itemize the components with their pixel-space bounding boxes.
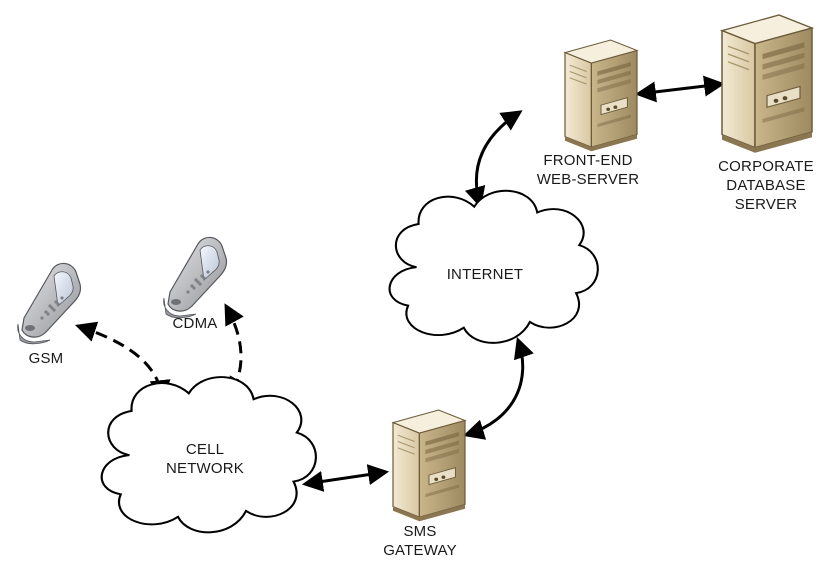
sms-gateway-server-icon bbox=[392, 409, 466, 522]
link-sms-internet bbox=[462, 337, 534, 440]
link-frontend-db bbox=[634, 75, 726, 103]
cdma-label: CDMA bbox=[172, 315, 218, 332]
cell-network-label: CELL NETWORK bbox=[165, 441, 245, 477]
database-label: CORPORATE DATABASE SERVER bbox=[718, 158, 814, 213]
link-cell-sms bbox=[301, 464, 390, 492]
gsm-phone-icon bbox=[17, 262, 82, 345]
internet-label: INTERNET bbox=[446, 266, 524, 283]
sms-gateway-label: SMS GATEWAY bbox=[383, 523, 457, 559]
database-server-icon bbox=[721, 14, 813, 154]
front-end-label: FRONT-END WEB-SERVER bbox=[536, 152, 640, 188]
cdma-phone-icon bbox=[163, 236, 228, 319]
gsm-label: GSM bbox=[28, 350, 64, 367]
front-end-server-icon bbox=[564, 39, 638, 152]
link-internet-frontend bbox=[465, 110, 523, 209]
